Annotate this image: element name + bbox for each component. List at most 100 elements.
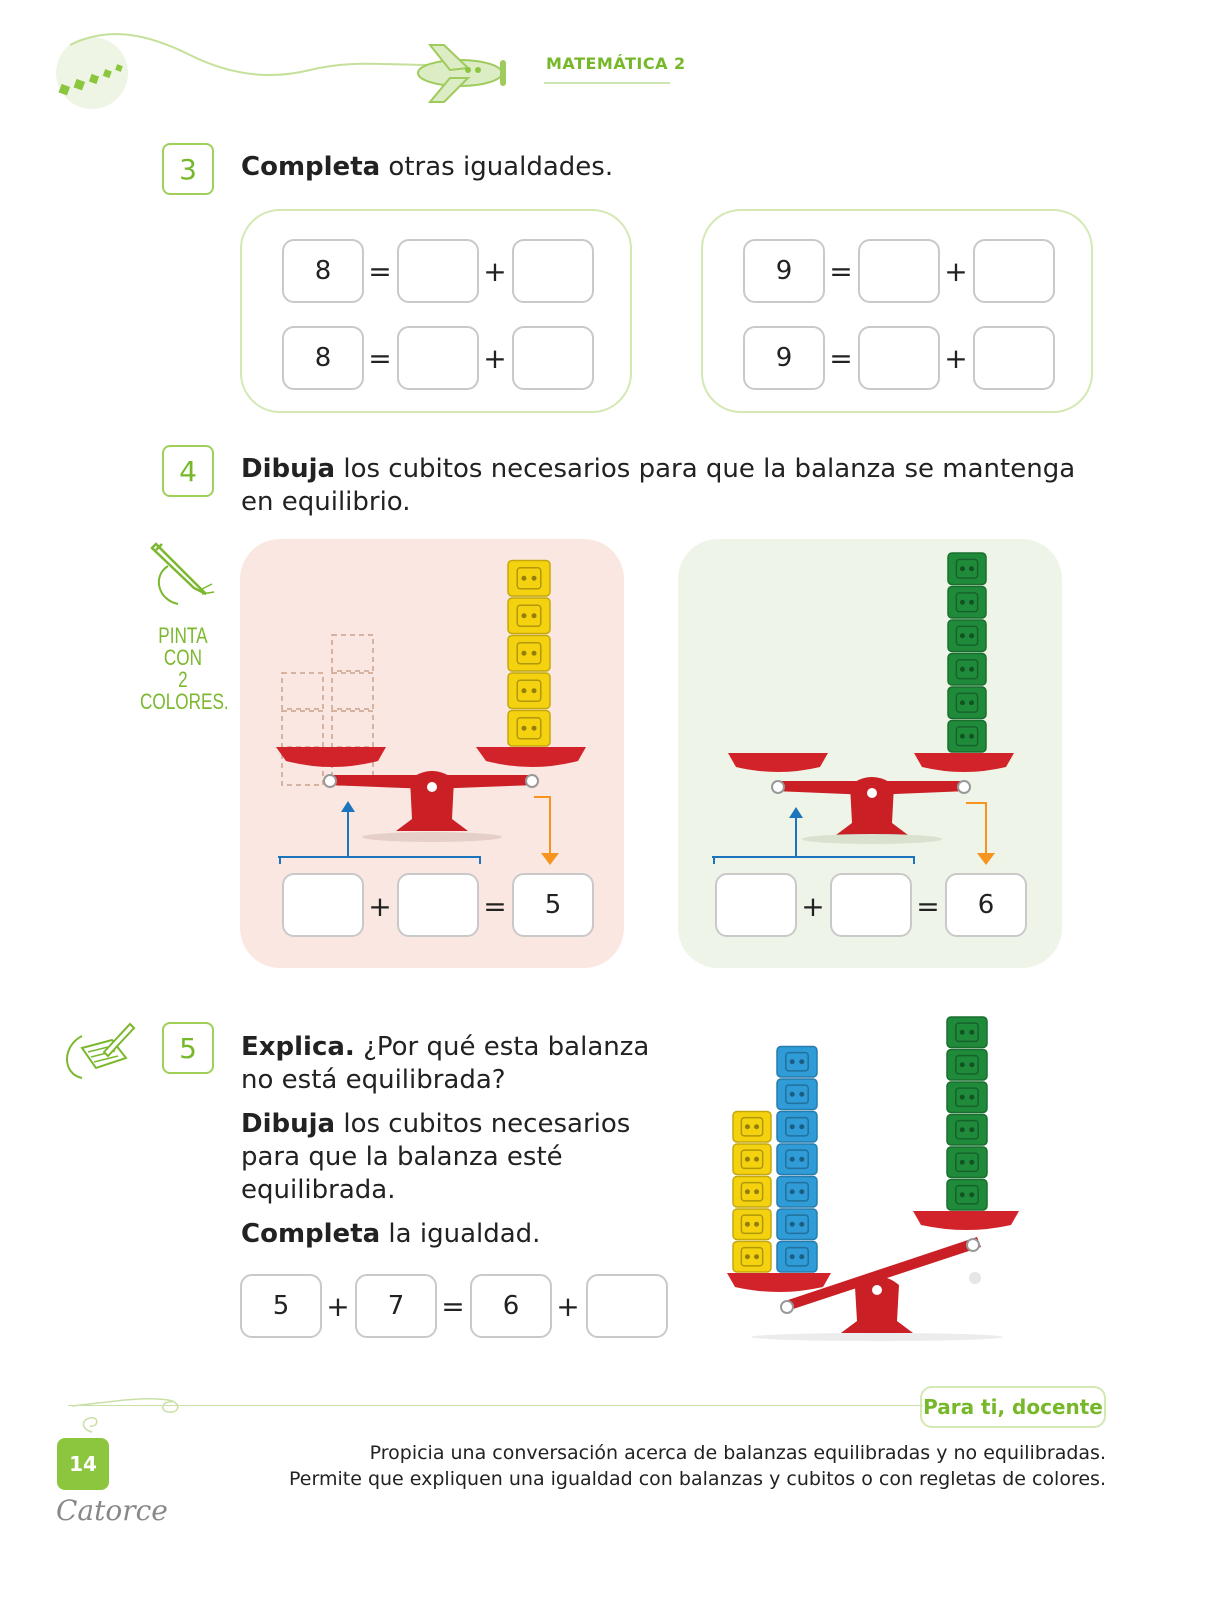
activity-5-explain: Explica. ¿Por qué esta balanza no está e… — [241, 1031, 671, 1097]
cube — [732, 1143, 772, 1176]
cube — [946, 1146, 988, 1179]
teacher-note: Propicia una conversación acerca de bala… — [200, 1440, 1106, 1492]
teacher-note-label: Para ti, docente — [920, 1386, 1106, 1428]
activity-5-number: 5 — [162, 1022, 214, 1074]
cube — [732, 1208, 772, 1241]
plus-sign: + — [944, 342, 968, 375]
equals-sign: = — [916, 890, 940, 923]
cube — [946, 1178, 988, 1211]
cube — [947, 619, 987, 653]
header-decoration — [56, 33, 506, 109]
cube — [776, 1208, 818, 1241]
answer-box[interactable] — [830, 873, 912, 937]
header-underline — [544, 82, 670, 84]
equals-sign: = — [829, 342, 853, 375]
cube — [776, 1110, 818, 1143]
equals-sign: = — [368, 342, 392, 375]
book-title: MATEMÁTICA 2 — [546, 54, 686, 73]
plus-sign: + — [483, 342, 507, 375]
tip-line: 2 COLORES. — [140, 667, 229, 714]
equals-sign: = — [829, 255, 853, 288]
instruction-verb: Explica. — [241, 1032, 355, 1062]
balance-scale-left — [276, 559, 586, 865]
equals-sign: = — [368, 255, 392, 288]
plus-sign: + — [326, 1290, 350, 1323]
number-box: 7 — [355, 1274, 437, 1338]
answer-box[interactable] — [858, 326, 940, 390]
answer-box[interactable] — [397, 326, 479, 390]
cube — [507, 559, 551, 597]
pencil-icon — [150, 542, 215, 605]
cube — [946, 1048, 988, 1081]
cube — [507, 672, 551, 710]
equals-sign: = — [483, 890, 507, 923]
cube — [732, 1240, 772, 1273]
answer-box[interactable] — [973, 239, 1055, 303]
plus-sign: + — [556, 1290, 580, 1323]
plus-sign: + — [801, 890, 825, 923]
cube — [946, 1016, 988, 1049]
instruction-text: otras igualdades. — [380, 152, 614, 182]
cube — [947, 552, 987, 586]
cube — [507, 597, 551, 635]
answer-box[interactable] — [858, 239, 940, 303]
tip-paint-two-colors: PINTA CON 2 COLORES. — [140, 623, 229, 714]
total-box: 8 — [282, 326, 364, 390]
activity-5-complete: Completa la igualdad. — [241, 1218, 661, 1251]
page-number: 14 — [57, 1438, 109, 1490]
cube — [947, 585, 987, 619]
teacher-note-line: Permite que expliquen una igualdad con b… — [289, 1468, 1106, 1490]
balance-scale-right — [712, 552, 1014, 865]
activity-3-instruction: Completa otras igualdades. — [241, 151, 613, 184]
instruction-verb: Completa — [241, 1219, 381, 1249]
airplane-icon — [417, 44, 506, 103]
footer-divider — [68, 1405, 923, 1406]
instruction-verb: Dibuja — [241, 1109, 336, 1139]
answer-box[interactable] — [397, 873, 479, 937]
plus-sign: + — [368, 890, 392, 923]
activity-3-number: 3 — [162, 143, 214, 195]
cube — [947, 652, 987, 686]
cube — [946, 1081, 988, 1114]
answer-box[interactable] — [512, 326, 594, 390]
instruction-text: los cubitos necesarios para que la balan… — [241, 1109, 631, 1205]
total-box: 9 — [743, 326, 825, 390]
cube — [947, 719, 987, 753]
instruction-verb: Dibuja — [241, 454, 336, 484]
activity-4-number: 4 — [162, 445, 214, 497]
cube — [776, 1175, 818, 1208]
total-box: 8 — [282, 239, 364, 303]
activity-4-instruction: Dibuja los cubitos necesarios para que l… — [241, 453, 1091, 519]
answer-box[interactable] — [282, 873, 364, 937]
cube — [946, 1113, 988, 1146]
answer-box[interactable] — [973, 326, 1055, 390]
instruction-text: ¿Por qué esta balanza no está equilibrad… — [241, 1032, 650, 1095]
unbalanced-scale — [727, 1016, 1019, 1341]
answer-box[interactable] — [586, 1274, 668, 1338]
footer-swirl — [72, 1397, 179, 1433]
cube — [732, 1110, 772, 1143]
number-box: 5 — [240, 1274, 322, 1338]
equals-sign: = — [441, 1290, 465, 1323]
instruction-text: los cubitos necesarios para que la balan… — [241, 454, 1076, 517]
answer-box[interactable] — [715, 873, 797, 937]
page-number-word: Catorce — [56, 1494, 168, 1527]
cube — [507, 634, 551, 672]
dashed-cube-outline — [281, 634, 374, 786]
cube — [776, 1078, 818, 1111]
activity-5-draw: Dibuja los cubitos necesarios para que l… — [241, 1108, 641, 1207]
plus-sign: + — [944, 255, 968, 288]
answer-box[interactable] — [512, 239, 594, 303]
teacher-note-line: Propicia una conversación acerca de bala… — [369, 1442, 1106, 1464]
cube — [776, 1045, 818, 1078]
result-box: 6 — [945, 873, 1027, 937]
cube — [507, 709, 551, 747]
tip-line: PINTA CON — [158, 623, 208, 670]
cube — [776, 1143, 818, 1176]
plus-sign: + — [483, 255, 507, 288]
cube — [947, 686, 987, 720]
answer-box[interactable] — [397, 239, 479, 303]
cube — [776, 1240, 818, 1273]
result-box: 5 — [512, 873, 594, 937]
instruction-verb: Completa — [241, 152, 381, 182]
